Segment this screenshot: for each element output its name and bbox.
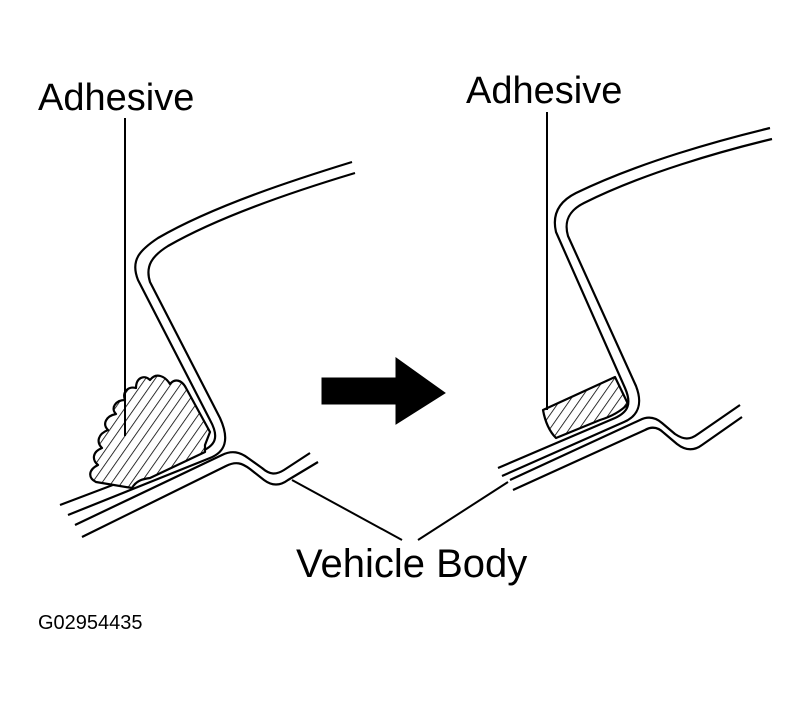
arrow-right-icon <box>321 357 446 425</box>
figure-code: G02954435 <box>38 612 143 634</box>
right-adhesive-bead <box>541 375 630 440</box>
vehicle-body-leader-right <box>417 481 509 541</box>
adhesive-label-right: Adhesive <box>466 70 623 112</box>
vehicle-body-leader-left <box>291 479 403 541</box>
left-body-flange <box>74 451 319 538</box>
vehicle-body-label: Vehicle Body <box>296 542 528 586</box>
left-glass-panel <box>59 160 356 517</box>
left-adhesive-bead <box>89 374 212 490</box>
right-body-flange <box>509 404 743 492</box>
adhesive-label-left: Adhesive <box>38 77 195 119</box>
